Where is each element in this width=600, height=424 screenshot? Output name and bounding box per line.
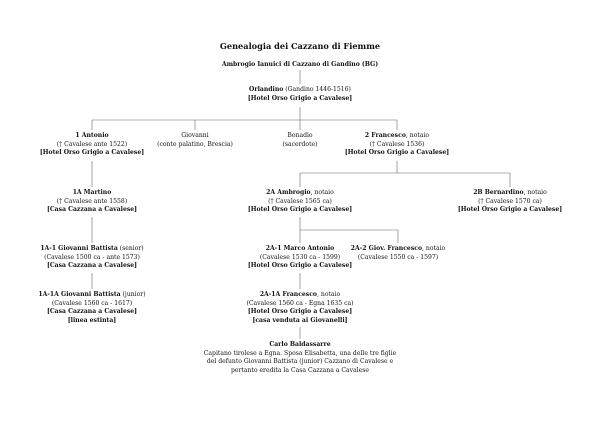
node-giovanni-battista-junior: 1A-1A Giovanni Battista (junior) (Cavale… [38,291,145,325]
person-name: 1 Antonio [75,132,109,139]
diagram-title: Genealogia dei Cazzano di Fiemme [219,41,381,51]
person-dates: (conte palatino, Brescia) [157,140,233,148]
residence: [Casa Cazzana a Cavalese] [46,308,138,316]
person-role: (junior) [120,291,146,298]
lineage-note: [linea estinta] [67,316,117,324]
node-bernardino-2b: 2B Bernardino, notaio († Cavalese 1570 c… [458,189,562,215]
node-ambrogio-2a: 2A Ambrogio, notaio († Cavalese 1565 ca)… [248,189,352,215]
person-name: 2A-1 Marco Antonio [265,245,335,252]
person-name: 1A-1 Giovanni Battista [40,245,118,252]
person-name: Carlo Baldassarre [269,341,331,348]
person-dates: (Cavalese 1550 ca - 1597) [357,253,439,261]
node-francesco-2: 2 Francesco, notaio († Cavalese 1536) [H… [345,132,449,158]
person-dates: († Cavalese ante 1558) [56,197,128,205]
lineage-note: [casa venduta ai Giovanelli] [252,316,348,324]
person-role: , notaio [422,245,446,252]
person-description: pertanto eredita la Casa Cazzana a Caval… [230,366,370,374]
person-description: Capitano tirolese a Egna. Sposa Elisabet… [203,349,397,357]
person-name: Orlandino [249,86,284,93]
person-description: del defunto Giovanni Battista (junior) C… [206,358,394,366]
residence: [Casa Cazzana a Cavalese] [46,206,138,214]
person-dates: (Gandino 1446-1516) [283,86,351,93]
person-dates: († Cavalese 1570 ca) [478,197,542,205]
person-dates: (Cavalese 1560 ca - Egna 1635 ca) [246,299,354,307]
person-name: 2A Ambrogio [266,189,311,196]
person-name: 1A Martino [72,189,112,196]
person-name: 2 Francesco [364,132,406,139]
node-antonio: 1 Antonio († Cavalese ante 1522) [Hotel … [40,132,144,158]
person-name: 2A-1A Francesco [259,291,318,298]
person-name: Ambrogio Ianuici di Cazzano di Gandino (… [221,61,379,68]
residence: [Hotel Orso Grigio a Cavalese] [247,308,353,316]
person-name: Bonadio [287,132,313,139]
node-giov-francesco: 2A-2 Giov. Francesco, notaio (Cavalese 1… [351,245,445,262]
person-name: Giovanni [181,132,209,139]
person-role: , notaio [317,291,341,298]
residence: [Hotel Orso Grigio a Cavalese] [247,94,353,102]
person-name: 1A-1A Giovanni Battista [38,291,121,298]
node-giovanni-battista-senior: 1A-1 Giovanni Battista (senior) (Cavales… [40,245,143,271]
person-dates: († Cavalese 1536) [369,140,425,148]
residence: [Hotel Orso Grigio a Cavalese] [247,206,353,214]
node-martino: 1A Martino († Cavalese ante 1558) [Casa … [47,189,137,215]
person-dates: († Cavalese 1565 ca) [268,197,332,205]
node-francesco-2a-1a: 2A-1A Francesco, notaio (Cavalese 1560 c… [246,291,353,325]
residence: [Casa Cazzana a Cavalese] [46,262,138,270]
node-marco-antonio: 2A-1 Marco Antonio (Cavalese 1530 ca - 1… [248,245,352,271]
person-name: 2A-2 Giov. Francesco [350,245,423,252]
residence: [Hotel Orso Grigio a Cavalese] [247,262,353,270]
node-ambrogio-ianuici: Ambrogio Ianuici di Cazzano di Gandino (… [222,61,378,70]
residence: [Hotel Orso Grigio a Cavalese] [457,206,563,214]
person-name: 2B Bernardino [473,189,524,196]
person-role: , notaio [405,132,430,139]
person-dates: (Cavalese 1560 ca - 1617) [51,299,133,307]
residence: [Hotel Orso Grigio a Cavalese] [344,149,450,157]
node-carlo-baldassarre: Carlo Baldassarre Capitano tirolese a Eg… [204,341,397,375]
person-dates: (Cavalese 1500 ca - ante 1573) [44,253,140,261]
node-bonadio: Bonadio (sacerdote) [282,132,317,149]
residence: [Hotel Orso Grigio a Cavalese] [39,149,145,157]
person-role: , notaio [523,189,547,196]
person-role: (senior) [117,245,144,252]
person-dates: (Cavalese 1530 ca - 1599) [259,253,341,261]
node-giovanni: Giovanni (conte palatino, Brescia) [157,132,233,149]
person-dates: († Cavalese ante 1522) [56,140,128,148]
person-role: , notaio [310,189,334,196]
person-dates: (sacerdote) [282,140,318,148]
node-orlandino: Orlandino (Gandino 1446-1516) [Hotel Ors… [248,86,352,103]
